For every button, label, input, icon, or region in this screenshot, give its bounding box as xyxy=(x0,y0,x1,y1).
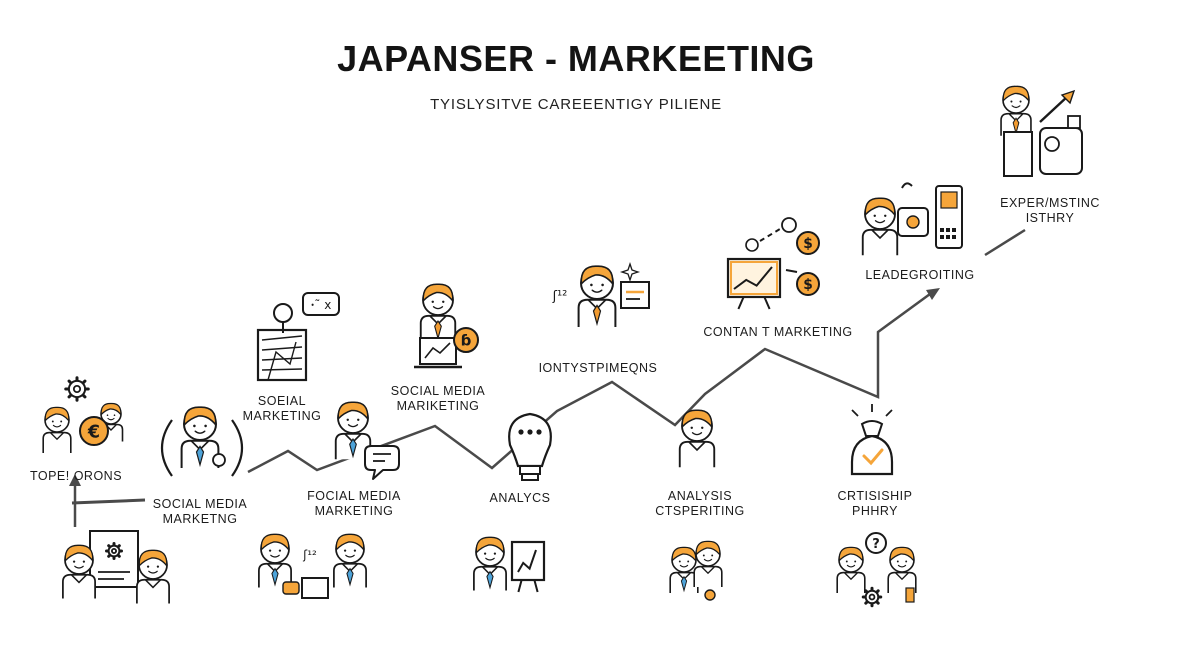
label-line: MARKETNG xyxy=(162,512,238,526)
label-focial-media-marketing: FOCIAL MEDIA MARKETING xyxy=(294,489,414,519)
person-chat-icon xyxy=(334,401,400,480)
progression-line xyxy=(71,498,146,505)
speech-text: ꞏ˜ x xyxy=(311,298,332,312)
label-line: CTSPERITING xyxy=(655,504,745,518)
person-bracket-icon xyxy=(161,406,243,477)
svg-text:$: $ xyxy=(803,236,813,252)
page-subtitle: TYISLYSITVE CAREEENTIGY PILIENE xyxy=(430,96,722,113)
label-line: FOCIAL MEDIA xyxy=(307,489,401,503)
svg-text:ɓ: ɓ xyxy=(461,331,472,349)
label-line: ISTHRY xyxy=(1025,211,1075,225)
label-line: SOEIAL xyxy=(257,394,307,408)
map-search-icon: ꞏ˜ x xyxy=(256,292,340,382)
label-line: ANALYSIS xyxy=(667,489,733,503)
label-expermstinc-isthry: EXPER/MSTINC ISTHRY xyxy=(990,196,1110,226)
person-chart-icon xyxy=(473,536,546,593)
board-coins-icon: $$ xyxy=(726,217,820,310)
label-contant-marketing: CONTAN T MARKETING xyxy=(703,325,853,339)
career-path-arrowhead xyxy=(926,288,940,300)
team-gear-icon: € xyxy=(42,376,124,453)
expert-machine-icon xyxy=(1000,85,1083,177)
label-social-marketing: SOEIAL MARKETING xyxy=(232,394,332,424)
svg-text:€: € xyxy=(87,422,100,442)
label-line: CRTISISHIP xyxy=(837,489,913,503)
person-note-icon: ʃ¹² xyxy=(552,261,650,327)
label-leadegroiting: LEADEGROITING xyxy=(865,268,975,282)
career-path-tail xyxy=(984,228,1026,257)
woman-person-icon xyxy=(678,409,716,468)
team-question-icon: ? xyxy=(836,532,917,608)
lightbulb-icon xyxy=(508,412,552,481)
svg-text:?: ? xyxy=(872,537,880,552)
hand-note-text: ʃ¹² xyxy=(302,548,317,562)
label-line: PHHRY xyxy=(851,504,899,518)
person-laptop-icon: ɓ xyxy=(414,283,479,369)
label-social-media-marketing: SOCIAL MEDIA MARIKETING xyxy=(378,384,498,414)
label-crtisiship-phhry: CRTISISHIP PHHRY xyxy=(820,489,930,519)
hand-note-text: ʃ¹² xyxy=(552,289,568,304)
up-arrow-head xyxy=(69,474,81,486)
label-analycs: ANALYCS xyxy=(489,491,551,505)
label-social-media-marketng: SOCIAL MEDIA MARKETNG xyxy=(140,497,260,527)
label-line: MARKETING xyxy=(314,504,394,518)
person-tablet-icon xyxy=(861,182,963,256)
page-title: JAPANSER - MARKEETING xyxy=(337,38,815,79)
label-analysis-ctsperiting: ANALYSIS CTSPERITING xyxy=(640,489,760,519)
label-iontystpimeqns: IONTYSTPIMEQNS xyxy=(538,361,658,375)
presentation-team-icon xyxy=(62,530,170,604)
label-topeorons: TOPE! ORONS xyxy=(29,469,123,483)
label-line: MARIKETING xyxy=(396,399,480,413)
label-line: MARKETING xyxy=(242,409,322,423)
colleagues-laptop-icon: ʃ¹² xyxy=(258,533,367,599)
label-line: SOCIAL MEDIA xyxy=(390,384,486,398)
label-line: EXPER/MSTINC xyxy=(1000,196,1100,210)
svg-text:$: $ xyxy=(803,277,813,293)
label-line: SOCIAL MEDIA xyxy=(152,497,248,511)
pair-network-icon xyxy=(669,540,723,601)
bell-check-icon xyxy=(850,404,894,476)
career-path-line xyxy=(247,292,931,474)
